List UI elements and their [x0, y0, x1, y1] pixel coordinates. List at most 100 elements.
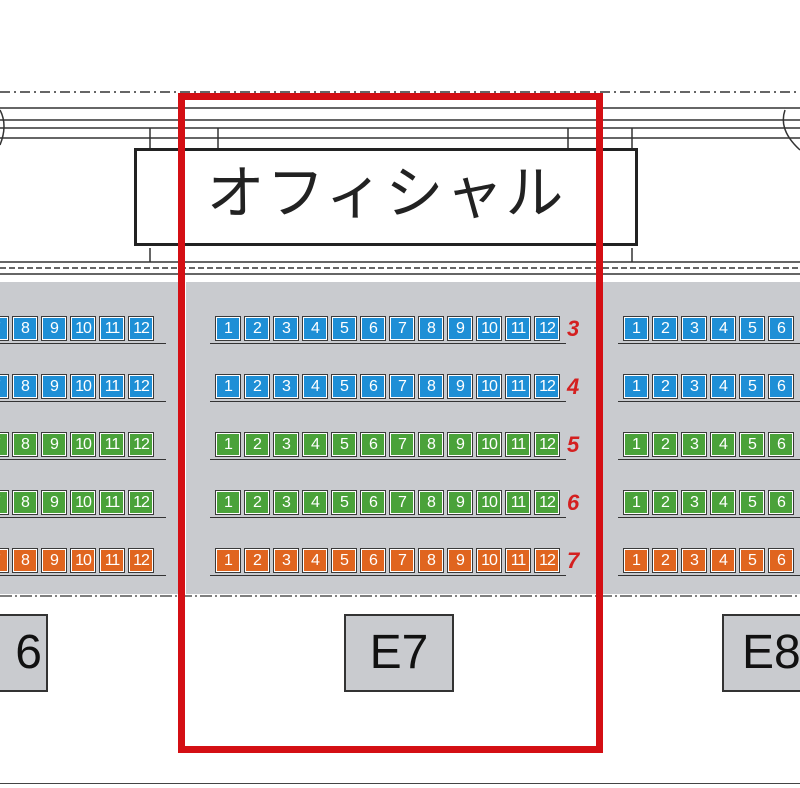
seat-e6-row3-12[interactable]: 12: [128, 432, 154, 457]
seat-e7-row4-8[interactable]: 8: [418, 490, 444, 515]
seat-e6-row3-7[interactable]: 7: [0, 432, 9, 457]
seat-e8-row4-1[interactable]: 1: [623, 490, 649, 515]
seat-e7-row3-10[interactable]: 10: [476, 432, 502, 457]
seat-e7-row1-6[interactable]: 6: [360, 316, 386, 341]
seat-e7-row3-4[interactable]: 4: [302, 432, 328, 457]
seat-e7-row1-4[interactable]: 4: [302, 316, 328, 341]
seat-e6-row4-9[interactable]: 9: [41, 490, 67, 515]
seat-e7-row2-1[interactable]: 1: [215, 374, 241, 399]
seat-e7-row1-7[interactable]: 7: [389, 316, 415, 341]
seat-e6-row1-7[interactable]: 7: [0, 316, 9, 341]
seat-e8-row4-3[interactable]: 3: [681, 490, 707, 515]
seat-e6-row4-10[interactable]: 10: [70, 490, 96, 515]
seat-e7-row5-4[interactable]: 4: [302, 548, 328, 573]
seat-e6-row4-12[interactable]: 12: [128, 490, 154, 515]
seat-e8-row2-5[interactable]: 5: [739, 374, 765, 399]
seat-e7-row3-2[interactable]: 2: [244, 432, 270, 457]
seat-e8-row2-6[interactable]: 6: [768, 374, 794, 399]
seat-e7-row5-8[interactable]: 8: [418, 548, 444, 573]
seat-e8-row1-2[interactable]: 2: [652, 316, 678, 341]
seat-e6-row1-8[interactable]: 8: [12, 316, 38, 341]
seat-e8-row3-4[interactable]: 4: [710, 432, 736, 457]
seat-e7-row3-3[interactable]: 3: [273, 432, 299, 457]
seat-e7-row2-4[interactable]: 4: [302, 374, 328, 399]
seat-e8-row1-1[interactable]: 1: [623, 316, 649, 341]
seat-e8-row3-3[interactable]: 3: [681, 432, 707, 457]
seat-e8-row4-6[interactable]: 6: [768, 490, 794, 515]
seat-e7-row1-5[interactable]: 5: [331, 316, 357, 341]
seat-e7-row4-11[interactable]: 11: [505, 490, 531, 515]
seat-e8-row3-5[interactable]: 5: [739, 432, 765, 457]
seat-e6-row5-8[interactable]: 8: [12, 548, 38, 573]
seat-e8-row2-1[interactable]: 1: [623, 374, 649, 399]
seat-e7-row5-6[interactable]: 6: [360, 548, 386, 573]
seat-e7-row5-11[interactable]: 11: [505, 548, 531, 573]
seat-e8-row1-5[interactable]: 5: [739, 316, 765, 341]
seat-e7-row5-12[interactable]: 12: [534, 548, 560, 573]
seat-e7-row1-11[interactable]: 11: [505, 316, 531, 341]
seat-e6-row5-12[interactable]: 12: [128, 548, 154, 573]
seat-e7-row2-3[interactable]: 3: [273, 374, 299, 399]
seat-e8-row2-4[interactable]: 4: [710, 374, 736, 399]
seat-e8-row4-5[interactable]: 5: [739, 490, 765, 515]
seat-e8-row1-3[interactable]: 3: [681, 316, 707, 341]
seat-e8-row1-4[interactable]: 4: [710, 316, 736, 341]
seat-e7-row3-8[interactable]: 8: [418, 432, 444, 457]
seat-e6-row3-9[interactable]: 9: [41, 432, 67, 457]
seat-e6-row2-12[interactable]: 12: [128, 374, 154, 399]
seat-e7-row3-11[interactable]: 11: [505, 432, 531, 457]
seat-e7-row3-1[interactable]: 1: [215, 432, 241, 457]
seat-e6-row1-10[interactable]: 10: [70, 316, 96, 341]
seat-e8-row2-2[interactable]: 2: [652, 374, 678, 399]
seat-e6-row5-11[interactable]: 11: [99, 548, 125, 573]
seat-e7-row4-4[interactable]: 4: [302, 490, 328, 515]
seat-e6-row3-11[interactable]: 11: [99, 432, 125, 457]
seat-e7-row1-10[interactable]: 10: [476, 316, 502, 341]
seat-e8-row5-1[interactable]: 1: [623, 548, 649, 573]
seat-e7-row1-2[interactable]: 2: [244, 316, 270, 341]
seat-e7-row5-5[interactable]: 5: [331, 548, 357, 573]
seat-e7-row4-6[interactable]: 6: [360, 490, 386, 515]
seat-e8-row3-1[interactable]: 1: [623, 432, 649, 457]
seat-e7-row4-3[interactable]: 3: [273, 490, 299, 515]
seat-e6-row1-9[interactable]: 9: [41, 316, 67, 341]
seat-e7-row1-9[interactable]: 9: [447, 316, 473, 341]
seat-e6-row2-10[interactable]: 10: [70, 374, 96, 399]
seat-e8-row4-2[interactable]: 2: [652, 490, 678, 515]
seat-e8-row2-3[interactable]: 3: [681, 374, 707, 399]
seat-e6-row1-11[interactable]: 11: [99, 316, 125, 341]
seat-e7-row2-7[interactable]: 7: [389, 374, 415, 399]
seat-e6-row2-8[interactable]: 8: [12, 374, 38, 399]
seat-e6-row4-7[interactable]: 7: [0, 490, 9, 515]
block-label-e7[interactable]: E7: [344, 614, 454, 692]
seat-e7-row2-2[interactable]: 2: [244, 374, 270, 399]
seat-e7-row5-10[interactable]: 10: [476, 548, 502, 573]
seat-e7-row1-3[interactable]: 3: [273, 316, 299, 341]
seat-e6-row5-7[interactable]: 7: [0, 548, 9, 573]
seat-e6-row1-12[interactable]: 12: [128, 316, 154, 341]
seat-e7-row1-1[interactable]: 1: [215, 316, 241, 341]
seat-e8-row5-6[interactable]: 6: [768, 548, 794, 573]
seat-e7-row5-3[interactable]: 3: [273, 548, 299, 573]
seat-e7-row5-2[interactable]: 2: [244, 548, 270, 573]
seat-e6-row2-11[interactable]: 11: [99, 374, 125, 399]
seat-e8-row1-6[interactable]: 6: [768, 316, 794, 341]
seat-e8-row3-2[interactable]: 2: [652, 432, 678, 457]
seat-e7-row4-1[interactable]: 1: [215, 490, 241, 515]
seat-e7-row1-12[interactable]: 12: [534, 316, 560, 341]
seat-e7-row4-2[interactable]: 2: [244, 490, 270, 515]
seat-e7-row2-6[interactable]: 6: [360, 374, 386, 399]
seat-e7-row2-5[interactable]: 5: [331, 374, 357, 399]
seat-e7-row4-5[interactable]: 5: [331, 490, 357, 515]
seat-e8-row5-5[interactable]: 5: [739, 548, 765, 573]
seat-e6-row5-9[interactable]: 9: [41, 548, 67, 573]
block-label-e6[interactable]: 6: [0, 614, 48, 692]
seat-e7-row3-6[interactable]: 6: [360, 432, 386, 457]
seat-e6-row3-10[interactable]: 10: [70, 432, 96, 457]
seat-e6-row5-10[interactable]: 10: [70, 548, 96, 573]
seat-e7-row3-9[interactable]: 9: [447, 432, 473, 457]
seat-e6-row2-7[interactable]: 7: [0, 374, 9, 399]
seat-e7-row2-12[interactable]: 12: [534, 374, 560, 399]
seat-e7-row5-9[interactable]: 9: [447, 548, 473, 573]
seat-e6-row4-11[interactable]: 11: [99, 490, 125, 515]
